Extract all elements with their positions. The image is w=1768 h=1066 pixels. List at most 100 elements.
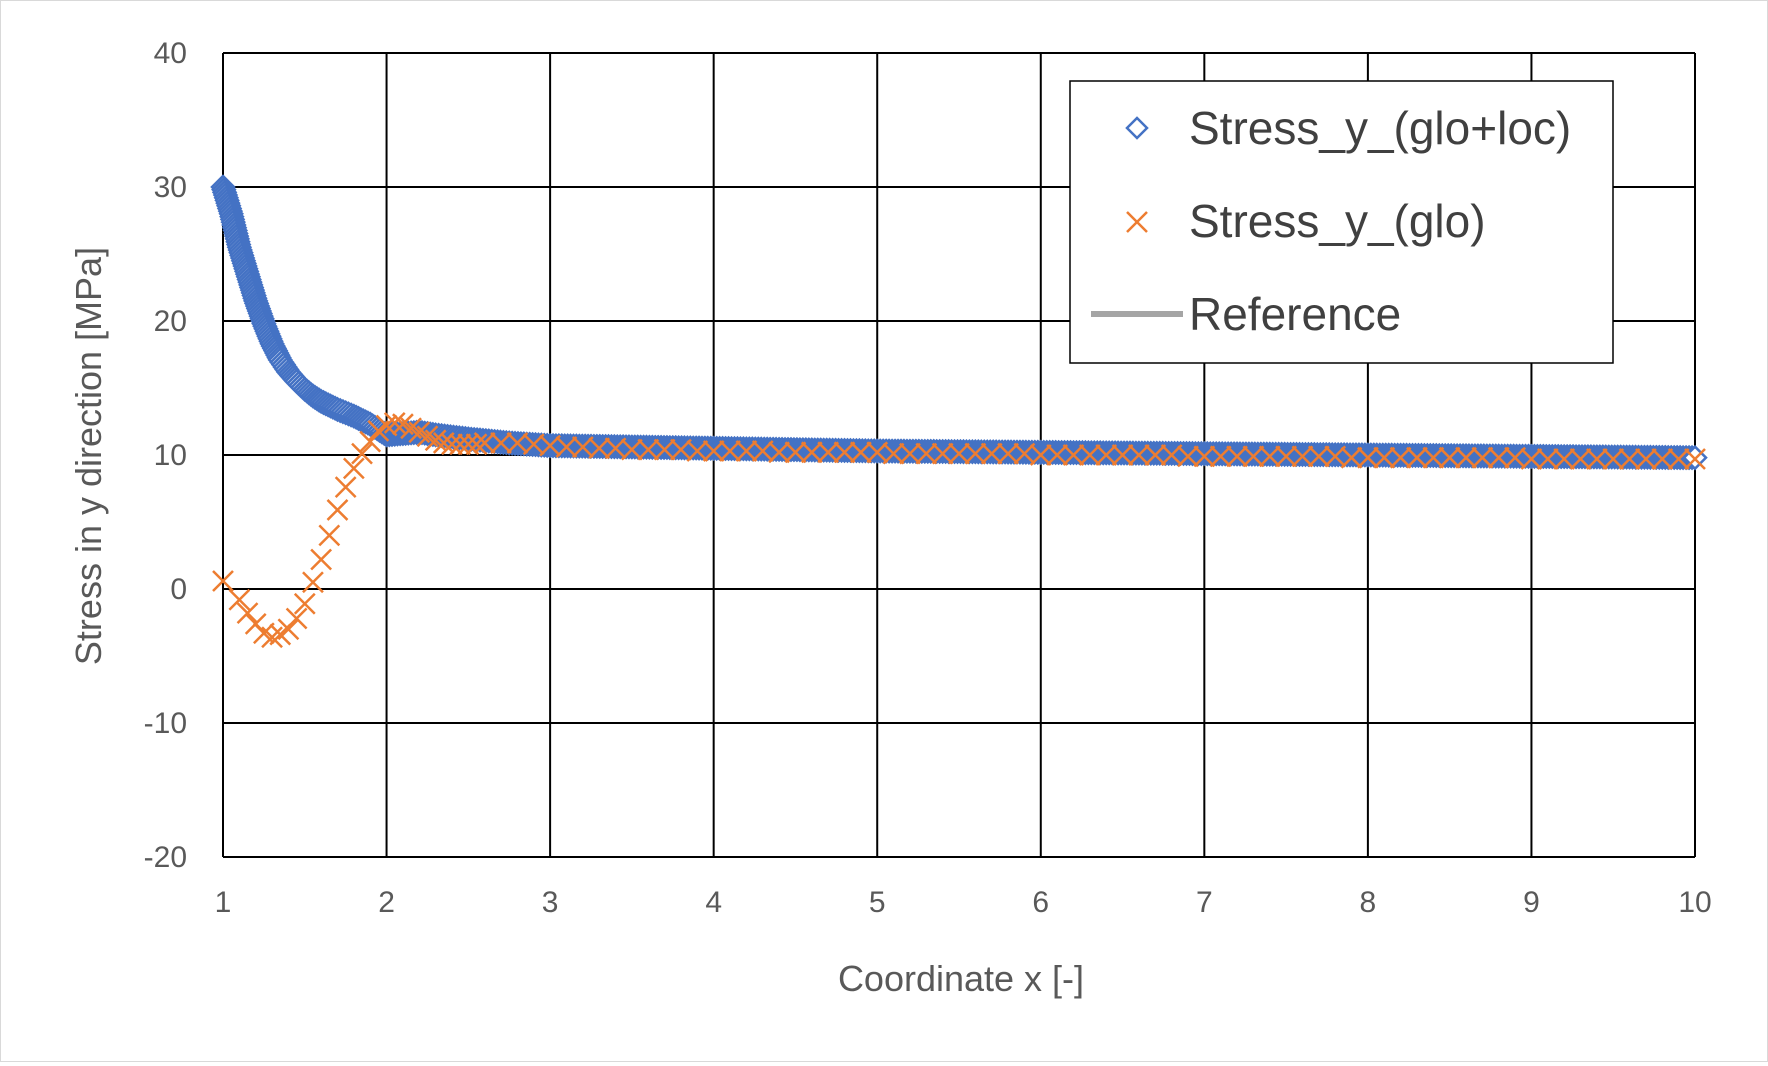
x-tick-label: 6	[1032, 886, 1049, 919]
y-tick-labels: -20 -10 0 10 20 30 40	[144, 37, 187, 874]
series-glo-marker	[1635, 448, 1657, 470]
series-glo-marker	[228, 588, 251, 611]
series-glo-marker	[931, 442, 954, 465]
series-glo-marker	[424, 429, 447, 452]
series-glo-marker	[555, 436, 578, 458]
legend-label-glo-loc: Stress_y_(glo+loc)	[1189, 102, 1571, 154]
series-glo-marker	[833, 441, 856, 464]
series-glo-marker	[1373, 446, 1396, 469]
series-glo-marker	[735, 440, 758, 462]
series-glo-marker	[285, 607, 308, 630]
series-glo-marker	[653, 438, 676, 461]
y-tick-label: -10	[144, 707, 187, 740]
series-glo-marker	[1651, 448, 1674, 470]
series-glo-marker	[784, 441, 807, 464]
y-axis-title: Stress in y direction [MPa]	[68, 247, 109, 665]
series-glo-marker	[1226, 445, 1248, 468]
series-glo-marker	[1471, 446, 1494, 469]
series-glo-marker	[686, 440, 709, 462]
x-tick-label: 1	[215, 886, 232, 919]
series-glo-marker	[449, 433, 472, 456]
series-glo-marker	[1422, 446, 1445, 469]
y-tick-label: 30	[154, 171, 187, 204]
series-glo-marker	[768, 441, 790, 464]
series-glo-marker	[465, 433, 488, 456]
x-tick-label: 5	[869, 886, 886, 919]
series-glo-marker	[473, 432, 496, 454]
series-glo-marker	[1258, 445, 1281, 468]
series-glo-marker	[1520, 448, 1543, 470]
series-glo-marker	[1291, 445, 1314, 468]
series-glo-marker	[621, 438, 643, 461]
series-glo-marker	[800, 441, 823, 464]
series-glo-marker	[964, 442, 987, 465]
series-glo-marker	[302, 571, 324, 594]
x-tick-label: 2	[378, 886, 395, 919]
series-glo-marker	[849, 441, 872, 464]
series-glo-marker	[212, 570, 234, 592]
series-glo-marker	[1569, 448, 1592, 470]
legend-label-reference: Reference	[1189, 288, 1401, 340]
legend-x-icon	[1126, 211, 1148, 233]
x-tick-label: 9	[1523, 886, 1540, 919]
y-tick-label: 40	[154, 37, 187, 70]
series-glo-marker	[882, 442, 905, 465]
series-glo-marker	[1684, 448, 1706, 470]
y-tick-label: 20	[154, 305, 187, 338]
series-glo-marker	[351, 442, 373, 465]
series-glo-marker	[1585, 448, 1608, 470]
x-tick-label: 4	[705, 886, 722, 919]
series-glo-marker	[490, 432, 512, 454]
series-glo-marker	[1111, 444, 1134, 466]
y-tick-label: -20	[144, 841, 187, 874]
series-glo-marker	[1029, 444, 1052, 466]
series-glo-marker	[1078, 444, 1101, 466]
y-tick-label: 0	[170, 573, 187, 606]
series-glo-marker	[1144, 444, 1167, 466]
series-glo-marker	[980, 442, 1003, 465]
series-glo-marker	[588, 437, 611, 460]
series-glo-marker	[1193, 445, 1216, 468]
series-glo-marker	[1553, 448, 1576, 470]
series-glo-marker	[915, 442, 938, 465]
series-glo-marker	[318, 524, 341, 547]
x-tick-label: 10	[1678, 886, 1711, 919]
series-glo-marker	[261, 626, 283, 649]
series-glo-marker	[997, 442, 1019, 465]
series-glo-marker	[1062, 444, 1085, 466]
series-glo-marker	[310, 548, 333, 571]
legend-diamond-icon	[1125, 116, 1149, 140]
series-glo-marker	[1177, 445, 1199, 468]
series-glo-marker	[948, 442, 970, 465]
series-glo-marker	[383, 411, 406, 434]
series-glo-marker	[293, 592, 316, 615]
legend-label-glo: Stress_y_(glo)	[1189, 195, 1486, 247]
series-glo-marker	[702, 440, 725, 462]
series-glo-marker	[441, 433, 463, 456]
series-glo-marker	[326, 499, 349, 521]
series-glo-marker	[1487, 446, 1510, 469]
series-glo-marker	[1406, 446, 1428, 469]
series-glo-marker	[1046, 444, 1069, 466]
series-glo-marker	[1438, 446, 1461, 469]
x-axis-title: Coordinate x [-]	[838, 958, 1084, 999]
series-glo-marker	[334, 476, 357, 499]
series-glo-marker	[1389, 446, 1412, 469]
series-glo-marker	[1128, 444, 1150, 466]
series-glo-marker	[719, 440, 741, 462]
series-glo-marker	[1095, 444, 1118, 466]
series-glo-marker	[1209, 445, 1232, 468]
x-tick-label: 8	[1360, 886, 1377, 919]
series-glo-marker	[1275, 445, 1297, 468]
legend: Stress_y_(glo+loc) Stress_y_(glo) Refere…	[1069, 80, 1614, 364]
y-tick-label: 10	[154, 439, 187, 472]
series-glo-marker	[899, 442, 921, 465]
series-glo-marker	[1667, 448, 1690, 470]
x-tick-label: 3	[542, 886, 559, 919]
series-glo-marker	[1357, 446, 1379, 469]
series-glo-marker	[342, 457, 365, 480]
series-glo-marker	[1536, 448, 1559, 470]
